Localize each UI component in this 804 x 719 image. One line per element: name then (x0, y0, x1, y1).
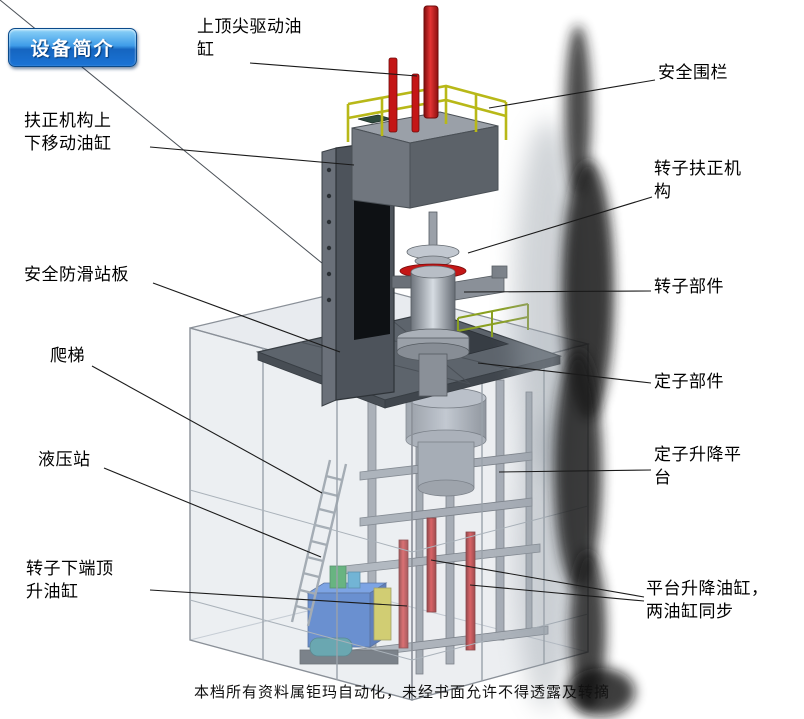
label-ladder: 爬梯 (50, 346, 85, 365)
label-safety-fence: 安全围栏 (658, 63, 728, 82)
leader-platform-cylinders-2 (469, 584, 645, 602)
label-hydraulic-station: 液压站 (38, 450, 91, 469)
label-top-cylinder: 上顶尖驱动油缸 (197, 17, 302, 59)
leader-platform-cylinders-1 (430, 559, 645, 598)
title-badge: 设备简介 (8, 28, 137, 67)
label-antislip-board: 安全防滑站板 (24, 265, 129, 284)
leader-lower-jack-cylinder (149, 589, 408, 607)
title-badge-label: 设备简介 (30, 39, 115, 60)
label-lower-jack-cylinder: 转子下端顶升油缸 (26, 559, 114, 601)
footer-note: 本档所有资料属钜玛自动化，未经书面允许不得透露及转摘 (193, 684, 610, 701)
top-cylinder-rod (388, 5, 439, 133)
label-stator-parts: 定子部件 (654, 372, 724, 391)
leader-hydraulic-station (103, 467, 322, 558)
press-column (321, 139, 395, 407)
leader-antislip-board (152, 282, 341, 353)
leader-stator-platform (498, 469, 652, 473)
leader-centering-cylinder (149, 146, 355, 166)
shadow-smudge (514, 25, 635, 716)
label-stator-platform: 定子升降平台 (654, 445, 742, 487)
label-rotor-centering: 转子扶正机构 (654, 159, 742, 201)
label-centering-cylinder: 扶正机构上下移动油缸 (24, 111, 112, 153)
hydraulic-unit (299, 565, 399, 665)
label-platform-cylinders: 平台升降油缸，两油缸同步 (646, 579, 769, 621)
leader-top-cylinder (249, 62, 418, 77)
leader-rotor-parts (463, 290, 652, 293)
leader-ladder (91, 365, 323, 494)
platform-lift-rods (398, 517, 476, 651)
leader-rotor-centering (467, 196, 653, 254)
label-rotor-parts: 转子部件 (654, 277, 724, 296)
rotor-assembly (391, 211, 508, 397)
leader-stator-parts (477, 362, 652, 384)
leader-safety-fence (488, 79, 656, 109)
safety-fence-rail (346, 84, 508, 142)
head-box (351, 111, 499, 209)
